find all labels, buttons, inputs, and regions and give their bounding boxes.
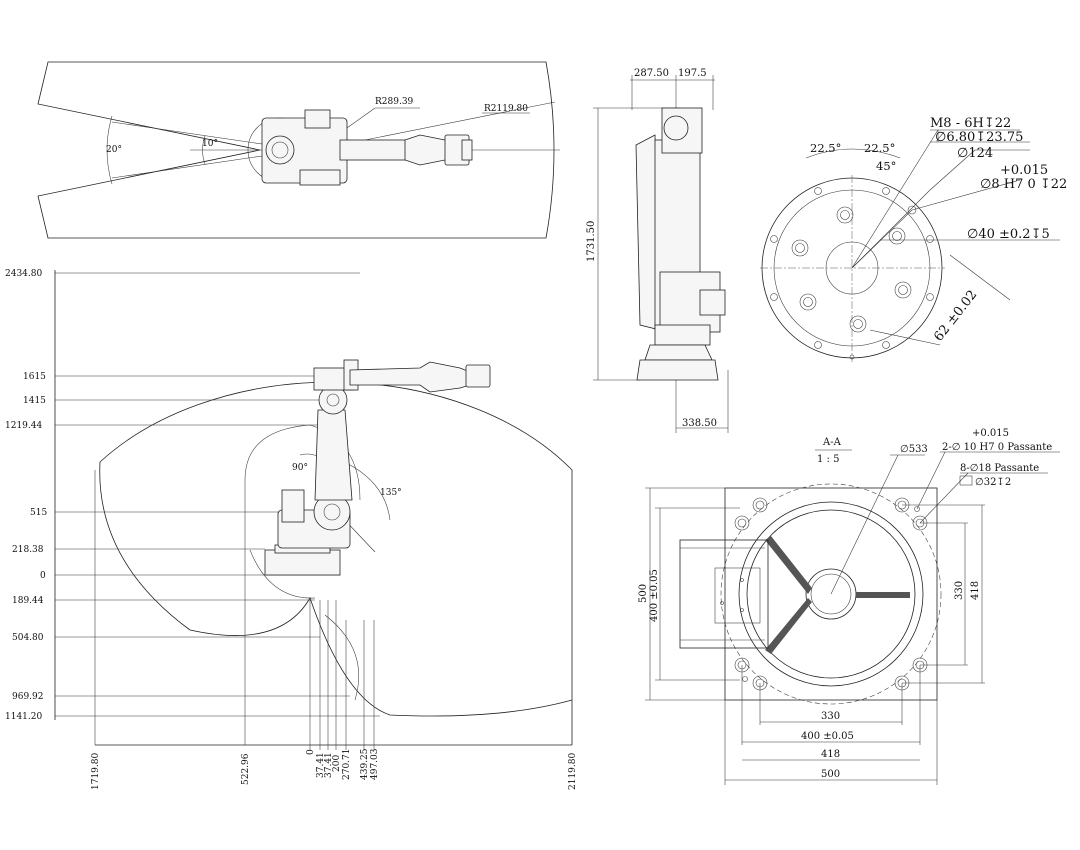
top-radius-inner: R289.39 (375, 97, 414, 107)
xdim-1719: 1719.80 (91, 753, 101, 790)
base-vert-inner: 400 ±0.05 (649, 569, 660, 622)
base-outer-dia: ∅533 (900, 444, 928, 455)
top-angle-narrow: 10° (202, 139, 218, 149)
base-bottom-418: 418 (821, 749, 840, 760)
top-view: R289.39 R2119.80 20° 10° (37, 61, 560, 239)
xdim-522: 522.96 (241, 753, 251, 785)
base-right-inner: 330 (954, 581, 965, 600)
base-tol-upper: +0.015 (972, 428, 1009, 439)
section-title: A-A (822, 437, 842, 448)
height-504: 504.80 (12, 633, 44, 643)
base-vert-outer: 500 (638, 584, 649, 603)
base-section: A-A 1 : 5 (638, 428, 1060, 785)
height-189: 189.44 (12, 596, 44, 606)
flange-inner-holes (791, 206, 912, 333)
height-2434: 2434.80 (5, 269, 42, 279)
front-base-width: 338.50 (682, 418, 717, 429)
height-0: 0 (40, 571, 46, 581)
xdim-0: 0 (306, 749, 316, 755)
base-counterbore: ∅32↧2 (975, 477, 1011, 488)
flange-outer-holes (770, 187, 934, 360)
height-1615: 1615 (23, 372, 46, 382)
front-width-b: 197.5 (678, 68, 707, 79)
flange-angle-c: 45° (876, 159, 896, 173)
side-view: 2434.80 1615 1415 1219.44 515 218.38 0 1… (5, 269, 578, 790)
top-angle-wide: 20° (106, 145, 122, 155)
front-view: 287.50 197.5 1731.50 338.50 (586, 68, 729, 433)
flange-tol-upper: +0.015 (1000, 163, 1048, 178)
height-969: 969.92 (12, 692, 44, 702)
xdim-439: 439.25 (360, 748, 370, 780)
base-bottom-500: 500 (821, 769, 840, 780)
flange-thread-spec: M8 - 6H↧22 (930, 116, 1011, 131)
flange-angle-a: 22.5° (810, 141, 841, 155)
height-1219: 1219.44 (5, 421, 42, 431)
flange-view: 22.5° 22.5° 45° M8 - 6H↧22 ∅6.80↧23.75 ∅… (760, 116, 1067, 362)
joint-angle-135: 135° (380, 488, 402, 498)
front-width-a: 287.50 (634, 68, 669, 79)
xdim-497: 497.03 (370, 748, 380, 780)
height-1415: 1415 (23, 396, 46, 406)
height-1141: 1141.20 (5, 712, 42, 722)
flange-drill-spec: ∅6.80↧23.75 (935, 130, 1023, 145)
front-height: 1731.50 (586, 221, 597, 262)
height-218: 218.38 (12, 545, 44, 555)
flange-angle-b: 22.5° (864, 141, 895, 155)
joint-angle-90: 90° (292, 463, 308, 473)
base-bottom-400: 400 ±0.05 (801, 731, 854, 742)
flange-pin-spec: ∅8 H7 0 ↧22 (980, 177, 1067, 192)
xdim-37b: 37.41 (324, 752, 334, 778)
base-through-holes: 8-∅18 Passante (960, 463, 1039, 474)
flange-bore-spec: ∅40 ±0.2↧5 (967, 227, 1050, 242)
base-pin-holes: 2-∅ 10 H7 0 Passante (942, 442, 1052, 453)
xdim-200: 200 (332, 755, 342, 772)
flange-offset-dim: 62 ±0.02 (931, 288, 980, 345)
flange-pcd: ∅124 (957, 146, 993, 161)
height-515: 515 (30, 508, 47, 518)
xdim-2119: 2119.80 (568, 753, 578, 790)
xdim-270: 270.71 (342, 749, 352, 781)
base-bottom-330: 330 (821, 711, 840, 722)
section-scale: 1 : 5 (817, 454, 839, 465)
base-right-outer: 418 (970, 581, 981, 600)
xdim-37a: 37.41 (316, 752, 326, 778)
top-radius-outer: R2119.80 (484, 104, 528, 114)
